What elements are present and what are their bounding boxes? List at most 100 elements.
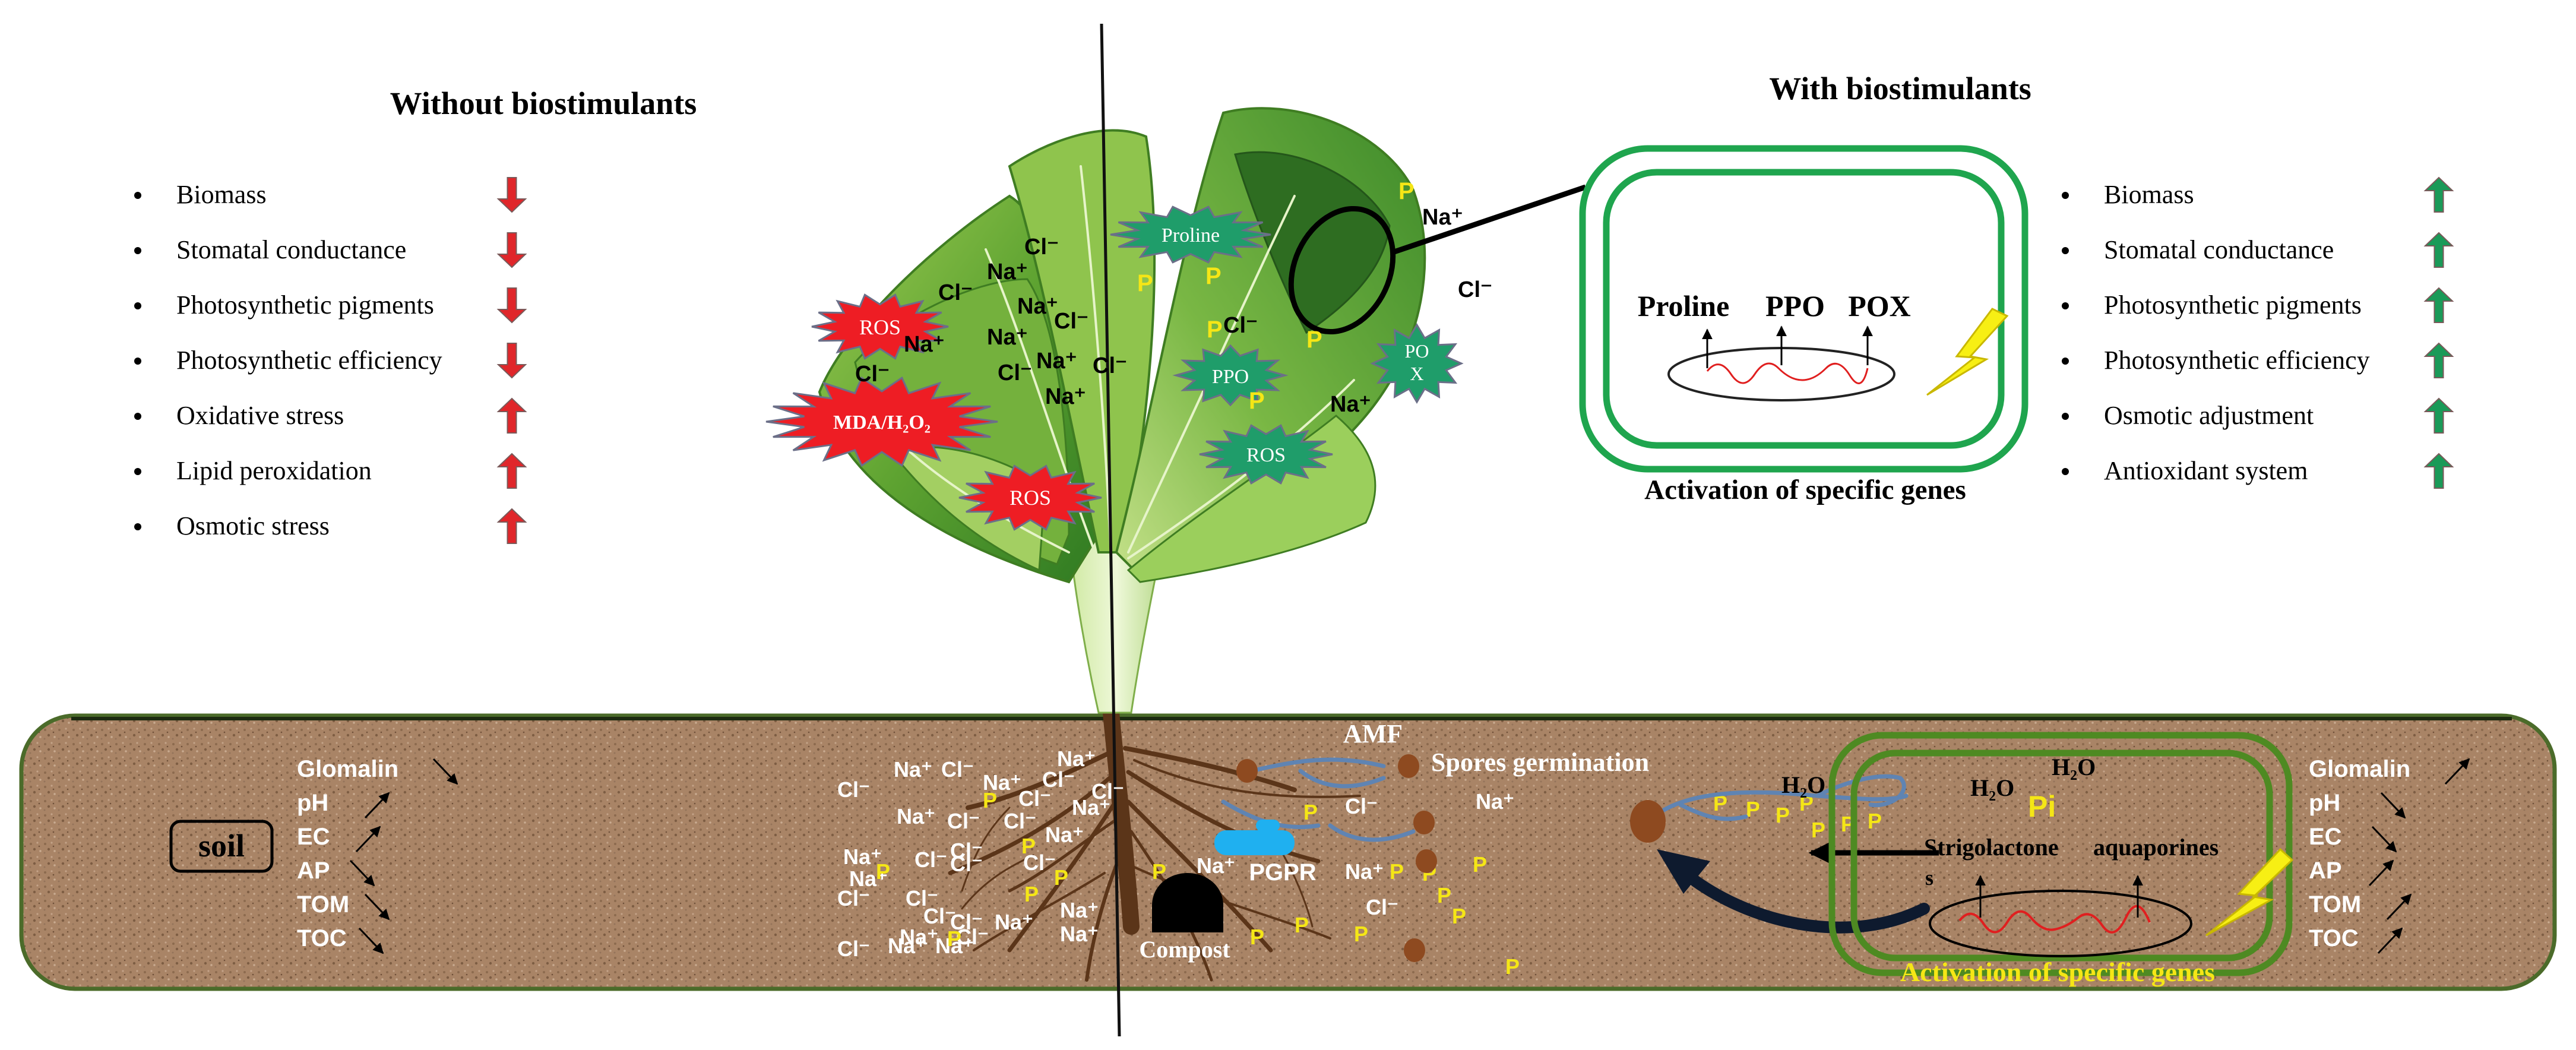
chloride-ion-label: Cl⁻ <box>950 910 983 934</box>
pgpr-label: PGPR <box>1249 859 1316 885</box>
soil-indicator-label: Glomalin <box>2309 756 2410 782</box>
chloride-ion-label: Cl⁻ <box>1023 850 1056 875</box>
h2o-label-1: H₂O <box>1781 771 1825 798</box>
phosphorus-label: P <box>1205 263 1221 289</box>
sodium-ion-label: Na⁺ <box>897 804 935 828</box>
amf-spore <box>1413 811 1435 834</box>
sodium-ion-label: Na⁺ <box>849 866 888 891</box>
lightning-icon-bottom <box>2205 847 2294 937</box>
phosphorus-label: P <box>1746 797 1760 821</box>
sodium-ion-label: Na⁺ <box>983 770 1021 795</box>
phosphorus-label: P <box>1054 865 1068 890</box>
phosphorus-label: P <box>1207 317 1223 343</box>
chloride-ion-label: Cl⁻ <box>1042 767 1075 792</box>
right-effect-item: Photosynthetic pigments <box>2104 290 2362 320</box>
chloride-ion-label: Cl⁻ <box>1093 353 1127 378</box>
cell-top-label-proline: Proline <box>1638 289 1730 322</box>
arrow-up-icon <box>2423 397 2454 434</box>
phosphorus-label: P <box>1303 800 1318 824</box>
list-bullet <box>134 413 141 420</box>
leaf-zoom-ellipse <box>1288 205 1396 335</box>
trend-down-icon <box>358 927 384 954</box>
right-effect-item: Biomass <box>2104 180 2194 209</box>
sodium-ion-label: Na⁺ <box>987 325 1028 350</box>
trend-up-icon <box>2386 893 2412 921</box>
pox-badge <box>1370 323 1464 404</box>
sodium-ion-label: Na⁺ <box>904 332 945 357</box>
strigolactone-s-mark: s <box>1925 866 1933 890</box>
chloride-ion-label: Cl⁻ <box>837 886 870 910</box>
list-bullet <box>2062 247 2069 254</box>
spores-germination-label: Spores germination <box>1431 748 1649 777</box>
list-bullet <box>2062 358 2069 365</box>
phosphorus-label: P <box>1776 803 1790 827</box>
sodium-ion-label: Na⁺ <box>1017 294 1058 319</box>
ppo-badge <box>1172 344 1289 407</box>
phosphorus-label: P <box>1868 809 1882 833</box>
phosphorus-label: P <box>1137 270 1153 296</box>
amf-hyphae <box>1221 757 1416 842</box>
curved-arrow-head <box>1657 849 1710 894</box>
arrow-down-icon <box>496 343 527 379</box>
list-bullet <box>134 247 141 254</box>
trend-down-icon <box>2371 826 2397 853</box>
ros-badge-label: ROS <box>859 315 901 339</box>
phosphorus-label: P <box>1390 859 1404 884</box>
phosphorus-label: P <box>1473 852 1487 877</box>
curved-arrow <box>1686 873 1930 934</box>
chloride-ion-label: Cl⁻ <box>1345 794 1378 818</box>
ros-badge-label: ROS <box>1009 486 1051 510</box>
compost-label: Compost <box>1139 936 1230 963</box>
arrow-up-icon <box>2423 453 2454 489</box>
list-bullet <box>134 302 141 309</box>
arrow-up-icon <box>496 397 527 434</box>
sodium-ion-label: Na⁺ <box>1036 349 1077 374</box>
arrow-up-icon <box>496 453 527 489</box>
divider-line <box>1100 23 1121 1037</box>
trend-up-icon <box>2368 859 2394 887</box>
sodium-ion-label: Na⁺ <box>1057 747 1096 771</box>
chloride-ion-label: Cl⁻ <box>947 809 980 833</box>
chloride-ion-label: Cl⁻ <box>941 757 974 782</box>
ppo-badge-label: PPO <box>1212 366 1249 388</box>
ion-labels: Cl⁻Na⁺Cl⁻Na⁺Cl⁻Na⁺Na⁺Na⁺Cl⁻Cl⁻Cl⁻Na⁺Na⁺C… <box>837 178 1882 979</box>
list-bullet <box>134 358 141 365</box>
chloride-ion-label: Cl⁻ <box>1024 235 1059 260</box>
cell-top-label-ppo: PPO <box>1765 289 1825 322</box>
chloride-ion-label: Cl⁻ <box>1366 895 1398 919</box>
trend-down-icon <box>364 893 390 921</box>
phosphorus-label: P <box>1250 925 1264 949</box>
trend-down-icon <box>349 859 375 887</box>
trend-down-icon <box>432 758 458 785</box>
arrow-down-icon <box>496 232 527 268</box>
amf-spore <box>1398 754 1419 778</box>
list-bullet <box>134 192 141 199</box>
amf-label: AMF <box>1343 719 1403 748</box>
arrow-up-icon <box>2423 342 2454 378</box>
root-hyphae-right <box>1660 774 1909 821</box>
proline-badge-label: Proline <box>1162 224 1220 246</box>
cell-top <box>1579 145 2028 473</box>
chloride-ion-label: Cl⁻ <box>855 362 890 387</box>
sodium-ion-label: Na⁺ <box>1330 392 1371 417</box>
cell-bottom-caption: Activation of specific genes <box>1900 957 2215 987</box>
cell-top-label-pox: POX <box>1848 289 1911 322</box>
soil-box-label: soil <box>198 828 245 864</box>
cell-top-caption: Activation of specific genes <box>1644 475 1966 505</box>
list-bullet <box>2062 302 2069 309</box>
pgpr-bacteria <box>1256 820 1280 831</box>
chloride-ion-label: Cl⁻ <box>998 360 1032 385</box>
soil-indicator-label: TOC <box>297 925 347 951</box>
soil-indicator-label: TOC <box>2309 925 2359 951</box>
h2o-label-3: H₂O <box>2052 754 2096 780</box>
mda-badge <box>765 376 998 467</box>
left-effect-item: Photosynthetic pigments <box>176 290 434 320</box>
sodium-ion-label: Na⁺ <box>894 757 932 782</box>
sodium-ion-label: Na⁺ <box>935 934 974 958</box>
soil-indicator-label: TOM <box>2309 891 2361 918</box>
soil-indicator-label: pH <box>297 790 328 816</box>
chloride-ion-label: Cl⁻ <box>1223 313 1258 338</box>
sodium-ion-label: Na⁺ <box>1045 384 1086 409</box>
